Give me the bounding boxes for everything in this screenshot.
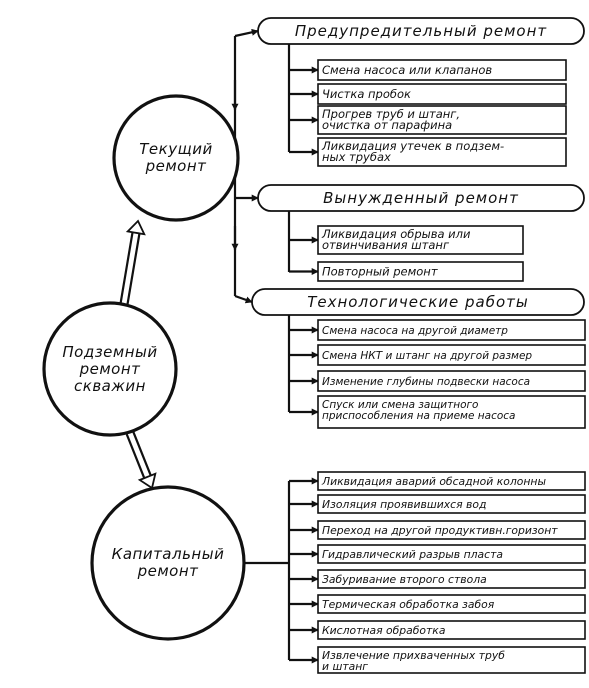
capital_items-item-label-line: Изоляция проявившихся вод (322, 498, 486, 511)
root-to-current-arrow-head (125, 219, 146, 236)
preventive-item-box (317, 59, 567, 81)
capital_items-item-label-line: Кислотная обработка (322, 624, 445, 637)
preventive-item-label-line: очистка от парафина (322, 118, 452, 132)
capital_items-item-label: Ликвидация аварий обсадной колонны (321, 475, 546, 488)
preventive-item-label: Чистка пробок (322, 87, 411, 101)
preventive-item-label: Смена насоса или клапанов (322, 63, 492, 77)
root-to-current-arrow-rail (126, 233, 141, 305)
group-preventive-title-line: Предупредительный ремонт (295, 22, 548, 40)
group-technological-title-line: Технологические работы (307, 293, 529, 311)
capital_items-item-label: Забуривание второго ствола (322, 573, 487, 586)
root-to-capital-arrow (125, 431, 157, 490)
capital_items-item-box (317, 471, 586, 491)
technological-item-label-line: приспособления на приеме насоса (322, 410, 515, 422)
preventive-item-label-line: Смена насоса или клапанов (322, 63, 492, 77)
capital_items-item-box (317, 620, 586, 640)
forced-item-label: Повторный ремонт (322, 265, 438, 279)
capital_items-item-label-line: Ликвидация аварий обсадной колонны (321, 475, 546, 488)
capital_items-item-box (317, 544, 586, 564)
preventive-item-label-line: ных трубах (322, 150, 391, 164)
technological-item-box (317, 319, 586, 341)
root-to-capital-arrow-head (137, 472, 157, 490)
technological-item-label-line: Изменение глубины подвески насоса (322, 376, 530, 388)
to-technological (234, 294, 253, 304)
group-technological (251, 288, 585, 316)
root-to-capital-arrow-rail (125, 433, 146, 479)
capital_items-item-box (317, 494, 586, 514)
node-root-label-line: Подземный (62, 343, 157, 361)
technological-item-label-line: Смена насоса на другой диаметр (322, 325, 508, 337)
capital_items-item-label: Гидравлический разрыв пласта (322, 548, 503, 561)
capital_items-item-label: Термическая обработка забоя (322, 598, 495, 611)
node-current-label-line: ремонт (145, 157, 208, 175)
node-current (112, 94, 240, 222)
capital_items-item-label-line: Термическая обработка забоя (322, 598, 495, 611)
group-forced-title: Вынужденный ремонт (323, 189, 519, 207)
preventive-item-label-line: Чистка пробок (322, 87, 411, 101)
node-root (42, 301, 178, 437)
connectors (119, 28, 319, 664)
preventive-item-box (317, 105, 567, 135)
node-capital (90, 485, 246, 641)
root-to-capital-arrow-rail (132, 431, 152, 476)
group-forced (257, 184, 585, 212)
technological-item-box (317, 395, 586, 429)
capital_items-item-label-line: Переход на другой продуктивн.горизонт (322, 524, 558, 537)
capital_items-item-label: Изоляция проявившихся вод (322, 498, 486, 511)
technological-item-label: Изменение глубины подвески насоса (322, 376, 530, 388)
capital_items-item-label-line: и штанг (322, 660, 368, 673)
preventive-item-label-line: Прогрев труб и штанг, (322, 107, 460, 121)
capital_items-item-label-line: Гидравлический разрыв пласта (322, 548, 503, 561)
technological-item-label: Смена насоса на другой диаметр (322, 325, 508, 337)
node-root-label-line: скважин (74, 377, 146, 395)
forced-item-label-line: отвинчивания штанг (322, 238, 450, 252)
preventive-item-label-line: Ликвидация утечек в подзем- (321, 139, 504, 153)
group-technological-title: Технологические работы (307, 293, 529, 311)
capital_items-item-label-line: Забуривание второго ствола (322, 573, 487, 586)
technological-item-label-line: Смена НКТ и штанг на другой размер (322, 350, 532, 362)
capital_items-item-label-line: Извлечение прихваченных труб (322, 649, 505, 662)
preventive-item-box (317, 137, 567, 167)
capital_items-item-box (317, 646, 586, 674)
forced-item-label-line: Ликвидация обрыва или (321, 227, 471, 241)
capital_items-item-label: Переход на другой продуктивн.горизонт (322, 524, 558, 537)
technological-item-box (317, 344, 586, 366)
to-preventive (234, 28, 259, 38)
technological-item-box (317, 370, 586, 392)
preventive-item-label: Прогрев труб и штанг,очистка от парафина (322, 107, 460, 132)
capital_items-item-box (317, 594, 586, 614)
capital_items-item-box (317, 520, 586, 540)
node-capital-label-line: ремонт (137, 562, 200, 580)
capital_items-item-label: Кислотная обработка (322, 624, 445, 637)
group-preventive (257, 17, 585, 45)
node-current-label-line: Текущий (139, 140, 212, 158)
technological-item-label-line: Спуск или смена защитного (322, 399, 478, 411)
capital_items-item-box (317, 569, 586, 589)
root-to-current-arrow-rail (119, 232, 134, 304)
preventive-item-box (317, 83, 567, 105)
preventive-item-label: Ликвидация утечек в подзем-ных трубах (321, 139, 504, 164)
group-forced-title-line: Вынужденный ремонт (323, 189, 519, 207)
forced-item-box (317, 225, 524, 255)
forced-item-box (317, 261, 524, 282)
root-to-current-arrow (119, 219, 146, 305)
group-preventive-title: Предупредительный ремонт (295, 22, 548, 40)
node-capital-label-line: Капитальный (112, 545, 225, 563)
technological-item-label: Смена НКТ и штанг на другой размер (322, 350, 532, 362)
node-root-label-line: ремонт (79, 360, 142, 378)
forced-item-label-line: Повторный ремонт (322, 265, 438, 279)
